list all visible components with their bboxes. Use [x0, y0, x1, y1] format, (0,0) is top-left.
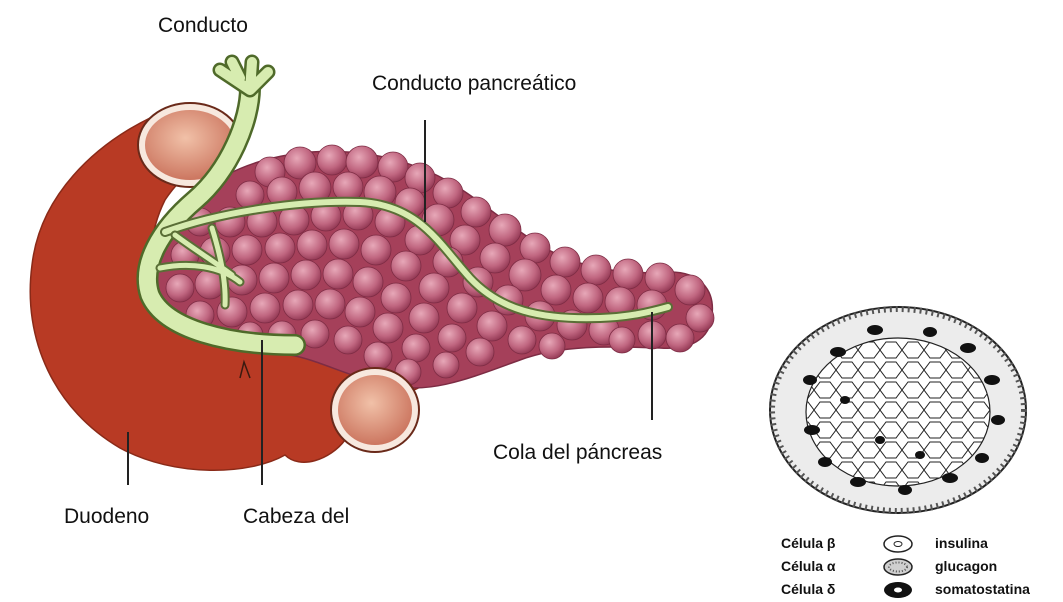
- delta-cell-icon: [884, 582, 912, 598]
- lower-vessel: [331, 368, 419, 452]
- head-label: Cabeza del: [243, 505, 349, 529]
- legend-hormone-somatostatin: somatostatina: [935, 581, 1030, 597]
- legend-cell-beta: Célula β: [781, 535, 835, 551]
- islet-of-langerhans: [770, 307, 1026, 513]
- beta-cell-icon: [884, 536, 912, 552]
- pancreatic-duct-label: Conducto pancreático: [372, 72, 576, 96]
- legend-cell-delta: Célula δ: [781, 581, 835, 597]
- legend-cell-alpha: Célula α: [781, 558, 836, 574]
- legend-hormone-insulin: insulina: [935, 535, 988, 551]
- legend-hormone-glucagon: glucagon: [935, 558, 997, 574]
- tail-label: Cola del páncreas: [493, 441, 662, 465]
- duodenum-label: Duodeno: [64, 505, 149, 529]
- alpha-cell-icon: [884, 559, 912, 575]
- duct-label: Conducto: [158, 14, 248, 38]
